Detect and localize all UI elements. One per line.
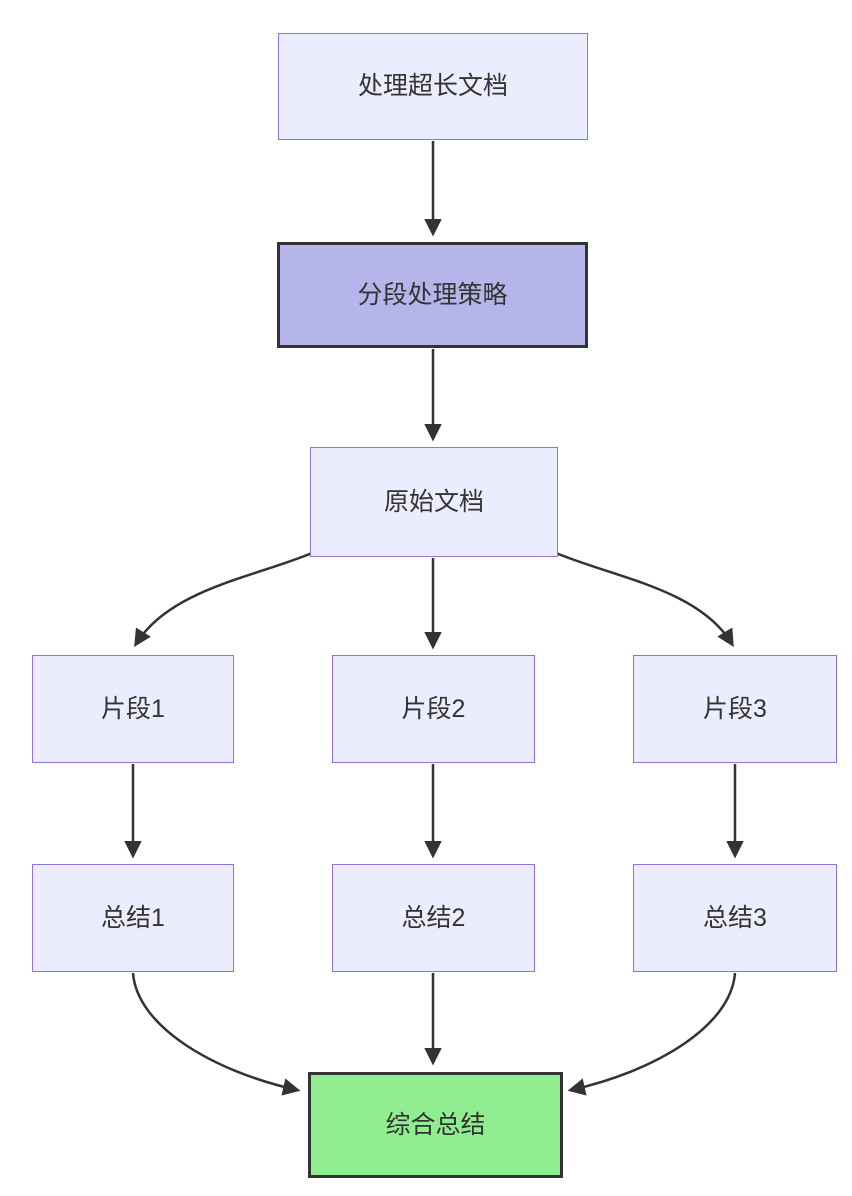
edge-E3-F: [567, 972, 737, 1096]
node-segment-1: 片段1: [32, 655, 234, 763]
edge-C-D3: [555, 551, 734, 647]
node-source-document: 原始文档: [310, 447, 558, 557]
edge-C-D1: [134, 551, 313, 647]
node-summary-1: 总结1: [32, 864, 234, 972]
edge-E1-F: [131, 972, 301, 1096]
node-segmentation-strategy: 分段处理策略: [277, 242, 588, 348]
node-final-summary: 综合总结: [308, 1072, 563, 1178]
node-segment-3: 片段3: [633, 655, 837, 763]
node-summary-2: 总结2: [332, 864, 535, 972]
node-segment-2: 片段2: [332, 655, 535, 763]
node-process-long-doc: 处理超长文档: [278, 33, 588, 140]
node-summary-3: 总结3: [633, 864, 837, 972]
